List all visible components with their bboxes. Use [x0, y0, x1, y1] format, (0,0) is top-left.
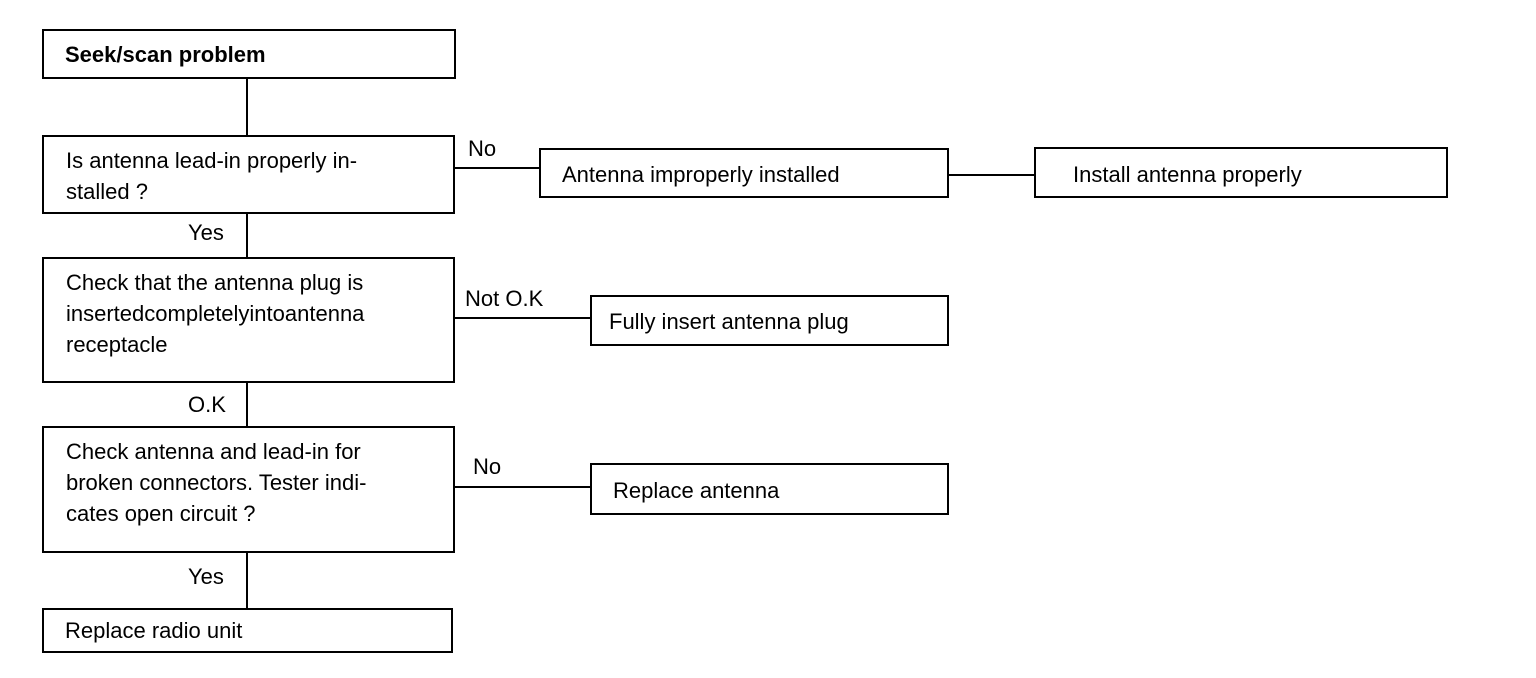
connector-start-q1	[246, 78, 248, 136]
connector-q2-q3	[246, 382, 248, 427]
question-2-line-3: receptacle	[66, 332, 168, 357]
q1-no-label: No	[468, 136, 497, 161]
action-1-text: Install antenna properly	[1073, 162, 1302, 187]
question-2-text: Check that the antenna plug is insertedc…	[66, 267, 446, 360]
action-1-box: Install antenna properly	[1034, 147, 1448, 198]
connector-q3-end	[246, 552, 248, 609]
q3-yes-label: Yes	[188, 564, 224, 589]
action-2-text: Fully insert antenna plug	[609, 309, 849, 334]
q3-no-label: No	[473, 454, 502, 479]
connector-q1-r1	[453, 167, 539, 169]
connector-q3-a3	[453, 486, 590, 488]
action-3-text: Replace antenna	[613, 478, 780, 503]
end-box: Replace radio unit	[42, 608, 453, 653]
question-3-box: Check antenna and lead-in for broken con…	[42, 426, 455, 553]
question-1-box: Is antenna lead-in properly in- stalled …	[42, 135, 455, 214]
result-1-text: Antenna improperly installed	[562, 162, 840, 187]
question-1-line-1: Is antenna lead-in properly in-	[66, 148, 358, 173]
question-2-line-1: Check that the antenna plug is	[66, 270, 364, 295]
start-text: Seek/scan problem	[65, 42, 266, 67]
action-3-box: Replace antenna	[590, 463, 949, 515]
end-text: Replace radio unit	[65, 618, 243, 643]
q1-yes-label: Yes	[188, 220, 224, 245]
question-3-text: Check antenna and lead-in for broken con…	[66, 436, 451, 529]
question-3-line-2: broken connectors. Tester indi-	[66, 470, 367, 495]
question-1-line-2: stalled ?	[66, 179, 148, 204]
start-box: Seek/scan problem	[42, 29, 456, 79]
connector-q2-a2	[453, 317, 590, 319]
question-2-box: Check that the antenna plug is insertedc…	[42, 257, 455, 383]
q2-not-ok-label: Not O.K	[465, 286, 544, 311]
question-2-line-2: insertedcompletelyintoantenna	[66, 301, 365, 326]
connector-q1-q2	[246, 213, 248, 258]
question-1-text: Is antenna lead-in properly in- stalled …	[66, 145, 446, 207]
question-3-line-1: Check antenna and lead-in for	[66, 439, 361, 464]
connector-r1-a1	[949, 174, 1035, 176]
action-2-box: Fully insert antenna plug	[590, 295, 949, 346]
result-1-box: Antenna improperly installed	[539, 148, 949, 198]
question-3-line-3: cates open circuit ?	[66, 501, 256, 526]
q2-ok-label: O.K	[188, 392, 226, 417]
